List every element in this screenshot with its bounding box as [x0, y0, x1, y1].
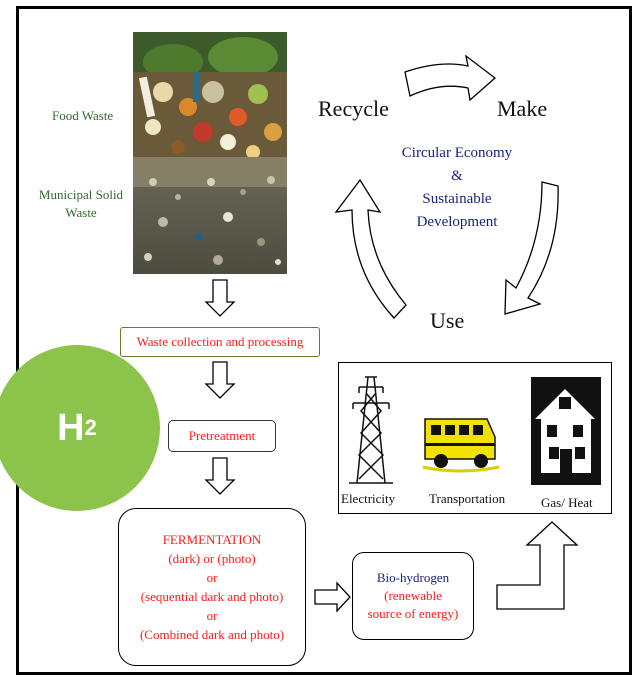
center-line-1: Circular Economy	[401, 145, 513, 161]
house-icon	[531, 377, 601, 485]
waste-photo	[133, 32, 287, 274]
up-arrow-icon	[496, 521, 579, 610]
school-bus-icon	[422, 418, 500, 473]
right-arrow-icon	[314, 581, 351, 613]
center-line-3: Sustainable	[422, 191, 492, 207]
fermentation-option-1: (dark) or (photo)	[168, 551, 256, 566]
circular-economy-label: Circular Economy & Sustainable Developme…	[382, 142, 532, 234]
down-arrow-icon	[204, 457, 236, 495]
msw-label-line1: Municipal Solid	[38, 187, 124, 202]
biohydrogen-title: Bio-hydrogen	[376, 570, 450, 585]
recycle-label: Recycle	[318, 96, 389, 121]
use-label: Use	[430, 308, 465, 333]
energy-uses-box: Electricity Transportation Gas/ Heat	[338, 362, 612, 514]
transmission-tower-icon	[349, 376, 393, 484]
pretreatment-box: Pretreatment	[168, 420, 276, 452]
electricity-label: Electricity	[341, 491, 396, 506]
center-line-4: Development	[416, 214, 498, 230]
curved-arrow-icon	[504, 181, 559, 315]
fermentation-or-2: or	[206, 608, 218, 623]
curved-arrow-icon	[404, 54, 497, 102]
curved-arrow-icon	[334, 178, 407, 319]
municipal-solid-waste-pile	[133, 157, 287, 274]
waste-collection-box: Waste collection and processing	[120, 327, 320, 357]
h2-element: H	[57, 406, 85, 449]
msw-label: Municipal Solid Waste	[32, 186, 130, 222]
fermentation-option-3: (Combined dark and photo)	[139, 627, 285, 642]
down-arrow-icon	[204, 361, 236, 399]
fermentation-title: FERMENTATION	[162, 532, 262, 547]
biohydrogen-line2: source of energy)	[367, 606, 459, 621]
make-label: Make	[497, 96, 548, 121]
food-waste-label: Food Waste	[52, 108, 114, 123]
msw-label-line2: Waste	[65, 205, 97, 220]
h2-subscript: 2	[84, 415, 97, 440]
biohydrogen-box: Bio-hydrogen (renewable source of energy…	[352, 552, 474, 640]
fermentation-option-2: (sequential dark and photo)	[140, 589, 284, 604]
biohydrogen-line1: (renewable	[384, 588, 442, 603]
fermentation-box: FERMENTATION (dark) or (photo) or (seque…	[118, 508, 306, 666]
fermentation-or-1: or	[206, 570, 218, 585]
transportation-label: Transportation	[429, 491, 506, 506]
food-waste-pile	[133, 37, 287, 159]
gas-heat-label: Gas/ Heat	[541, 495, 593, 510]
down-arrow-icon	[204, 279, 236, 317]
center-line-2: &	[451, 168, 463, 184]
